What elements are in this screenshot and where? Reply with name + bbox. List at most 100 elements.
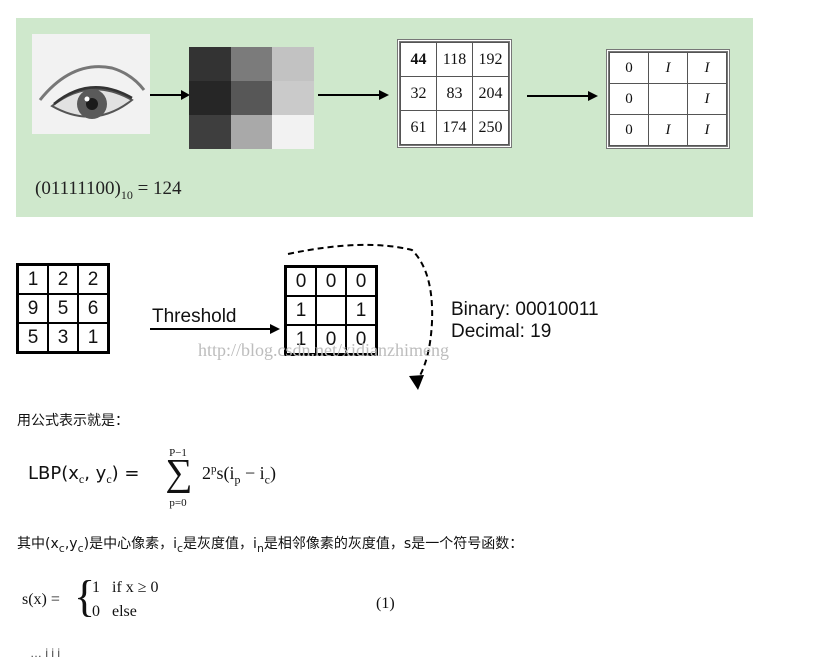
pixel-cell [230, 115, 273, 149]
binary-bit-cell: I [687, 52, 727, 84]
binary-bit-cell: I [648, 114, 688, 146]
input-cell: 3 [47, 322, 79, 354]
pixel-cell [189, 115, 231, 149]
lbp-term-end: ) [269, 463, 276, 483]
lbp-term-mid: − i [240, 463, 265, 483]
arrow-eye-to-pixels-icon [150, 90, 190, 100]
desc-part: 是灰度值，i [183, 536, 257, 552]
equation-result: = 124 [132, 178, 182, 199]
input-cell: 2 [77, 263, 110, 295]
threshold-arrow-icon [150, 324, 280, 334]
pixel-cell [230, 47, 273, 81]
lbp-term-base: 2 [202, 463, 211, 483]
sign-function-lhs: s(x) = [22, 591, 60, 608]
binary-bit-cell: 0 [609, 52, 649, 84]
gray-value-cell: 250 [472, 110, 509, 145]
brace-icon: { [74, 572, 96, 621]
desc-part: 是相邻像素的灰度值，s是一个符号函数： [263, 536, 524, 552]
binary-decimal-equation: (01111100)10 = 124 [35, 178, 182, 203]
binary-decimal-result: Binary: 00010011 Decimal: 19 [451, 299, 599, 343]
output-cell: 0 [315, 324, 347, 356]
sign-case-positive: 1 if x ≥ 0 [92, 579, 159, 596]
input-cell: 1 [16, 263, 49, 295]
gray-value-cell: 204 [472, 76, 509, 111]
binary-bit-cell [648, 83, 688, 115]
gray-value-cell: 32 [400, 76, 437, 111]
gray-value-cell: 192 [472, 42, 509, 77]
equation-binary: (01111100) [35, 178, 121, 199]
input-cell: 2 [47, 263, 79, 295]
lbp-lhs-sub2: c [106, 472, 112, 487]
pixel-block [189, 47, 314, 149]
desc-part: 其中(x [17, 536, 59, 552]
output-cell [315, 295, 347, 326]
gray-value-cell: 44 [400, 42, 437, 77]
lbp-term-exponent: p [211, 463, 217, 475]
sum-upper-limit: P−1 [169, 447, 187, 459]
arrow-grid-to-binary-icon [527, 91, 598, 101]
blog-watermark: http://blog.csdn.net/xidianzhimeng [198, 340, 449, 360]
output-cell: 1 [284, 295, 317, 326]
pixel-cell [189, 81, 231, 115]
gray-value-cell: 61 [400, 110, 437, 145]
lbp-lhs-mid: , y [84, 463, 107, 484]
gray-value-cell: 118 [436, 42, 473, 77]
summation-symbol: ∑ [165, 452, 193, 494]
gray-value-cell: 174 [436, 110, 473, 145]
pixel-cell [272, 81, 314, 115]
decimal-value: Decimal: 19 [451, 321, 552, 342]
eye-image [32, 34, 150, 134]
output-cell: 0 [345, 324, 378, 356]
lbp-term-sub1: p [234, 472, 241, 487]
variable-description-text: 其中(xc,yc)是中心像素，ic是灰度值，in是相邻像素的灰度值，s是一个符号… [17, 533, 523, 555]
input-cell: 9 [16, 293, 49, 324]
lbp-lhs: LBP(x [28, 463, 79, 484]
input-cell: 5 [16, 322, 49, 354]
binary-bit-cell: 0 [609, 83, 649, 115]
input-cell: 1 [77, 322, 110, 354]
binary-bit-cell: I [687, 83, 727, 115]
pixel-cell [272, 115, 314, 149]
clockwise-read-arrow-icon [287, 243, 434, 390]
cut-off-text: … i i i [30, 646, 60, 660]
equation-number: (1) [376, 595, 395, 612]
input-cell: 5 [47, 293, 79, 324]
desc-sub: c [77, 541, 84, 555]
binary-bit-cell: 0 [609, 114, 649, 146]
binary-bit-cell: I [687, 114, 727, 146]
gray-value-cell: 83 [436, 76, 473, 111]
sum-lower-limit: p=0 [169, 497, 187, 509]
desc-sub: c [58, 541, 65, 555]
lbp-term-sub2: c [264, 472, 270, 487]
pixel-cell [189, 47, 231, 81]
binary-bit-cell: I [648, 52, 688, 84]
input-cell: 6 [77, 293, 110, 324]
pixel-cell [230, 81, 273, 115]
desc-part: ,y [64, 536, 78, 552]
threshold-label: Threshold [152, 306, 237, 327]
desc-sub: c [176, 541, 184, 555]
binary-value: Binary: 00010011 [451, 299, 599, 320]
lbp-term-s: s(i [216, 463, 235, 483]
lbp-lhs-end: ) = [111, 463, 140, 484]
pixel-cell [272, 47, 314, 81]
lbp-lhs-sub1: c [78, 472, 85, 487]
arrow-pixels-to-grid-icon [318, 90, 389, 100]
